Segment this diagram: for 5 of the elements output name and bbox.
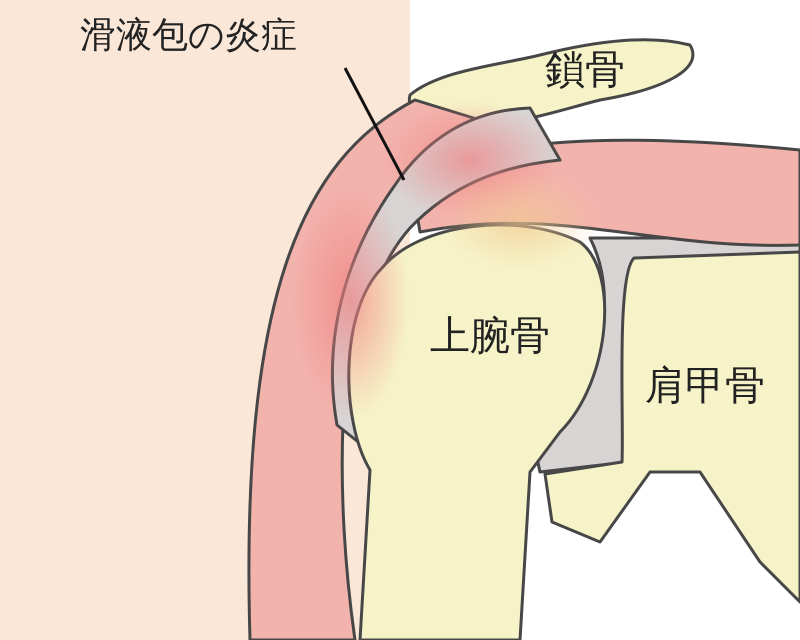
part-label: 肩甲骨: [645, 362, 765, 410]
part-label: 上腕骨: [430, 312, 550, 360]
part-label: 鎖骨: [545, 46, 625, 94]
callout-label: 滑液包の炎症: [80, 14, 297, 58]
leader-line: [344, 67, 406, 181]
